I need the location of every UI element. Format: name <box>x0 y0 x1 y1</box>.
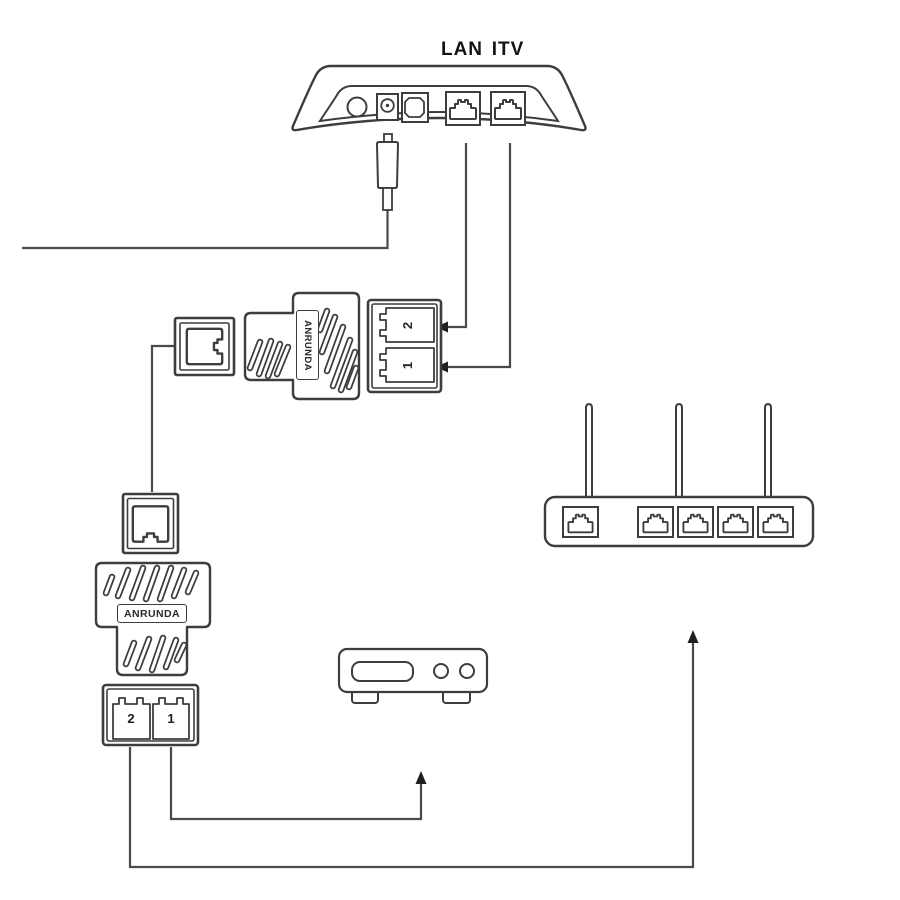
cable-port1-to-settopbox <box>169 747 427 821</box>
splitter-top-output-module <box>366 298 443 394</box>
power-plug <box>375 133 400 211</box>
cable-itv-to-splitter-port1 <box>436 143 512 373</box>
wifi-router <box>543 402 815 548</box>
splitter-left-output-module <box>101 683 200 747</box>
arrowhead-up-icon <box>415 771 427 784</box>
cable-port2-to-router <box>128 630 699 869</box>
lan-port-label: LAN <box>440 39 484 60</box>
output-port-1 <box>152 697 190 740</box>
cable-splitter-to-left-jack <box>150 344 176 492</box>
vent-hatching <box>102 564 200 674</box>
arrowhead-up-icon <box>687 630 699 643</box>
stb-display <box>351 661 414 682</box>
itv-port <box>490 91 526 126</box>
router-wan-port <box>562 506 599 538</box>
splitter-left-brand-label: ANRUNDA <box>117 604 187 623</box>
stb-button-icon <box>433 663 449 679</box>
output-port-2 <box>379 307 435 343</box>
output-port-1 <box>379 347 435 383</box>
stb-button-icon <box>459 663 475 679</box>
optical-port-icon <box>401 92 429 123</box>
power-port-icon <box>346 96 368 118</box>
splitter-left <box>94 492 212 747</box>
splitter-left-input-jack <box>121 492 180 555</box>
antenna-icon <box>585 402 772 498</box>
lan-port <box>445 91 481 126</box>
splitter-top-port1-number: 1 <box>400 361 416 369</box>
power-cord <box>22 210 389 250</box>
router-lan-ports <box>637 506 794 538</box>
modem <box>291 64 587 132</box>
itv-port-label: ITV <box>491 39 525 60</box>
vent-hatching <box>246 307 359 394</box>
output-port-2 <box>112 697 151 740</box>
splitter-left-port1-number: 1 <box>167 710 175 726</box>
splitter-top-input-jack <box>173 316 236 377</box>
set-top-box <box>337 647 489 704</box>
splitter-left-port2-number: 2 <box>127 710 135 726</box>
splitter-top-port2-number: 2 <box>400 321 416 329</box>
dc-jack-icon <box>376 93 399 121</box>
splitter-top-brand-label: ANRUNDA <box>296 310 319 380</box>
splitter-top <box>173 291 443 401</box>
